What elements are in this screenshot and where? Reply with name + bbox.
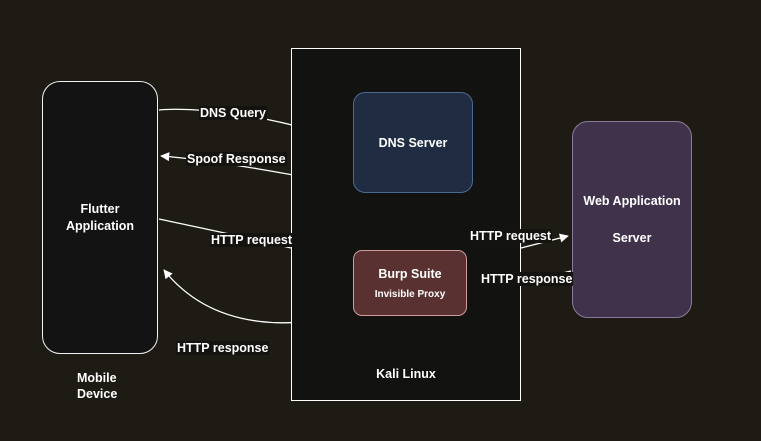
edge-label-http-response-left: HTTP response [176,341,270,355]
web-server-label-line2: Server [612,231,652,245]
node-web-application-server[interactable]: Web Application Server [572,121,692,318]
mobile-device-caption-line1: Mobile [77,371,117,385]
flutter-label-line2: Application [65,218,135,233]
edge-label-http-request-left: HTTP request [210,233,294,247]
node-dns-server[interactable]: DNS Server [353,92,473,193]
edge-label-dns-query: DNS Query [199,106,267,120]
edge-label-http-response-right: HTTP response [480,272,574,286]
burp-suite-sublabel: Invisible Proxy [374,288,446,300]
mobile-device-caption-line2: Device [77,387,118,402]
edge-label-http-request-right: HTTP request [469,229,553,243]
burp-suite-label: Burp Suite [378,266,442,281]
web-server-label-line1: Web Application [583,194,681,208]
node-burp-suite[interactable]: Burp Suite Invisible Proxy [353,250,467,316]
kali-linux-label: Kali Linux [376,367,436,381]
edge-label-spoof-response: Spoof Response [186,152,287,166]
mobile-device-caption: Mobile Device [77,370,117,403]
node-flutter-application[interactable]: Flutter Application [42,81,158,354]
flutter-label-line1: Flutter [80,201,120,216]
dns-server-label: DNS Server [378,135,448,150]
